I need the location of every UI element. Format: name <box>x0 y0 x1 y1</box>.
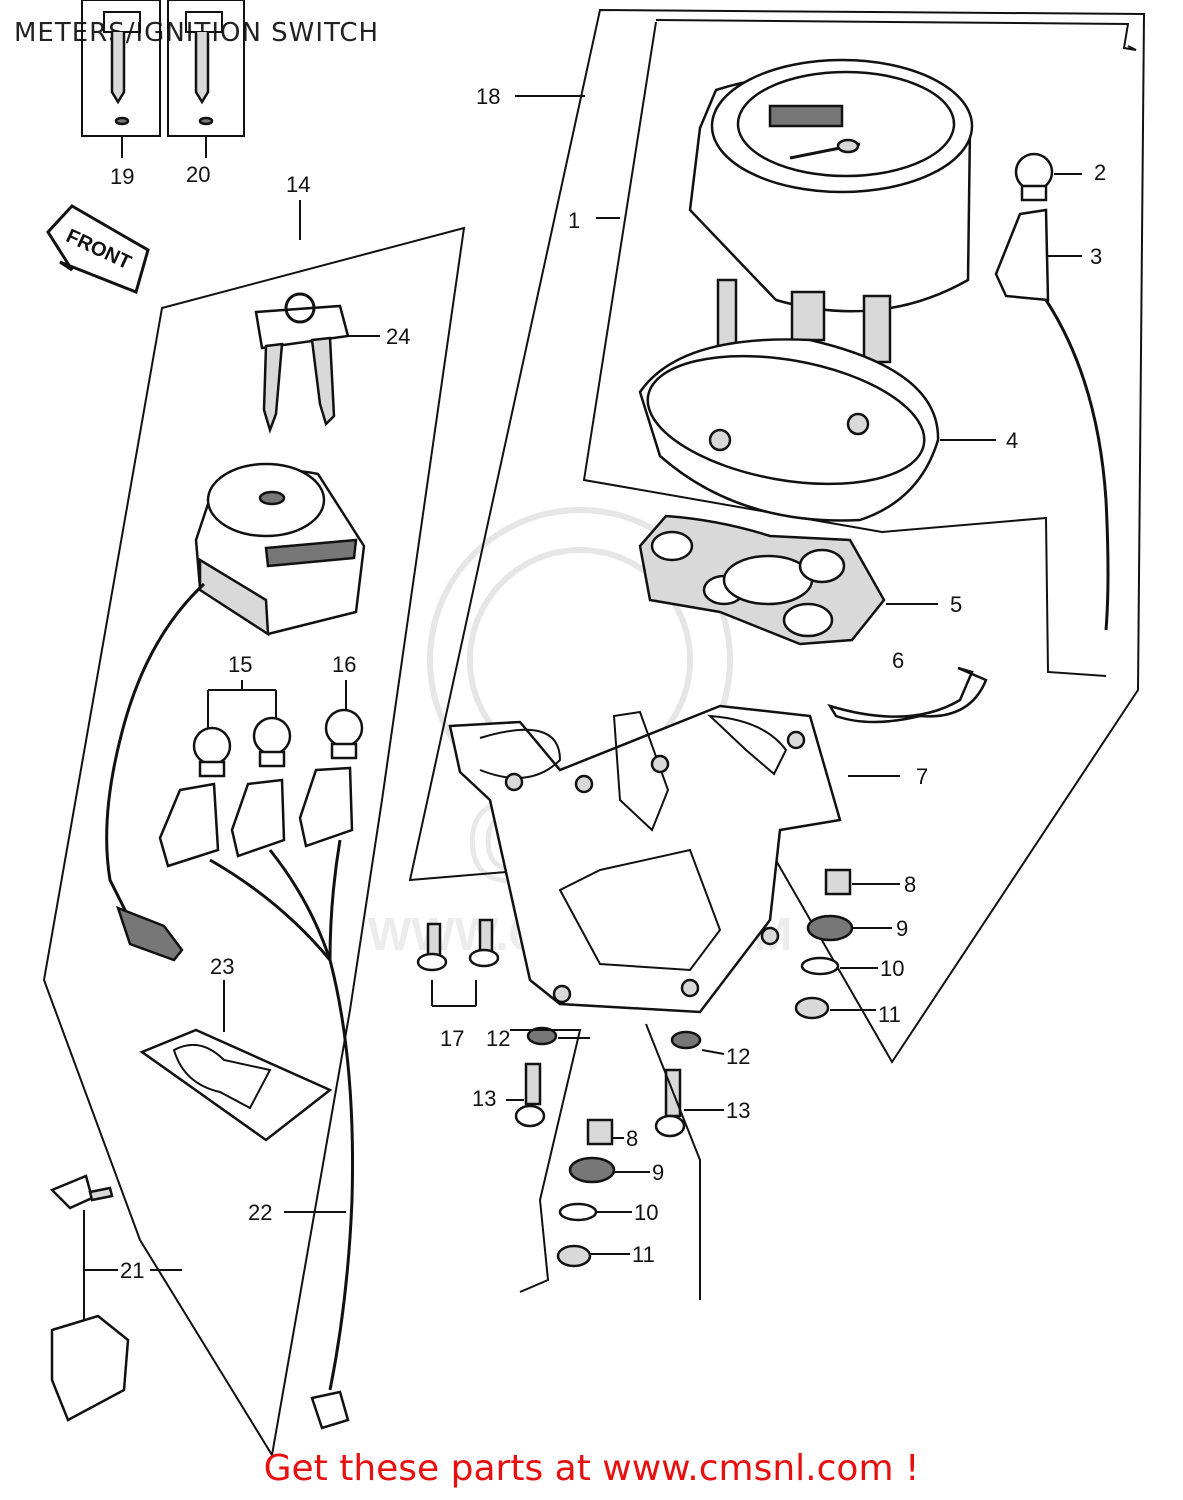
callout-6: 6 <box>892 648 904 673</box>
callout-10a: 10 <box>880 956 904 981</box>
group-outline-14 <box>42 226 466 1458</box>
callout-5: 5 <box>950 592 962 617</box>
callout-14: 14 <box>286 172 310 197</box>
part-20-key-card <box>167 0 245 137</box>
callout-4: 4 <box>1006 428 1018 453</box>
footer-prefix: Get these parts at <box>263 1448 603 1489</box>
part-3-socket <box>994 208 1050 302</box>
part-19-key-card <box>81 0 161 137</box>
callout-13a: 13 <box>472 1086 496 1111</box>
part-5-plate <box>638 514 886 646</box>
callout-18: 18 <box>476 84 500 109</box>
part-6-clamp <box>827 666 988 724</box>
part-16-bulb <box>324 708 364 760</box>
part-17-bolts <box>416 918 500 972</box>
callout-20: 20 <box>186 162 210 187</box>
callout-16: 16 <box>332 652 356 677</box>
callout-7: 7 <box>916 764 928 789</box>
footer-suffix: ! <box>893 1448 920 1489</box>
callout-1: 1 <box>568 208 580 233</box>
group-outline-18 <box>408 8 1146 1064</box>
callout-22: 22 <box>248 1200 272 1225</box>
part-23-gasket <box>139 1028 333 1142</box>
ignition-switch <box>194 462 366 637</box>
callout-24: 24 <box>386 324 410 349</box>
part-22-harness <box>328 959 355 1391</box>
callout-10b: 10 <box>634 1200 658 1225</box>
socket-wire <box>1044 299 1110 631</box>
part-7-bracket <box>448 704 842 1014</box>
hardware-stack-middle <box>514 1026 702 1268</box>
hardware-stack-right <box>794 868 854 1020</box>
front-direction-tag: FRONT <box>46 204 150 295</box>
callout-17: 17 <box>440 1026 464 1051</box>
callout-15: 15 <box>228 652 252 677</box>
callout-13b: 13 <box>726 1098 750 1123</box>
part-24-keys <box>254 292 350 434</box>
callout-23: 23 <box>210 954 234 979</box>
callout-11a: 11 <box>878 1002 901 1027</box>
part-15-bulbs <box>192 716 292 778</box>
callout-9a: 9 <box>896 916 908 941</box>
callout-9b: 9 <box>652 1160 664 1185</box>
bulb-sockets <box>158 766 354 868</box>
callout-12a: 12 <box>486 1026 510 1051</box>
callout-8a: 8 <box>904 872 916 897</box>
group-outline-1 <box>655 19 1137 51</box>
footer-link[interactable]: www.cmsnl.com <box>602 1448 894 1489</box>
callout-3: 3 <box>1090 244 1102 269</box>
callout-12b: 12 <box>726 1044 750 1069</box>
part-2-bulb <box>1014 152 1054 202</box>
part-1-meter <box>688 58 974 372</box>
callout-19: 19 <box>110 164 134 189</box>
callout-8b: 8 <box>626 1126 638 1151</box>
footer-banner: Get these parts at www.cmsnl.com ! <box>0 1448 1183 1489</box>
callout-11b: 11 <box>632 1242 655 1267</box>
callout-21: 21 <box>120 1258 144 1283</box>
callout-labels: 1 2 3 4 5 6 7 8 9 10 11 12 12 13 13 8 9 … <box>110 84 1106 1283</box>
switch-wire <box>105 582 206 921</box>
callout-2: 2 <box>1094 160 1106 185</box>
part-21-bracket <box>49 1174 130 1422</box>
part-4-meter-case <box>638 338 940 522</box>
